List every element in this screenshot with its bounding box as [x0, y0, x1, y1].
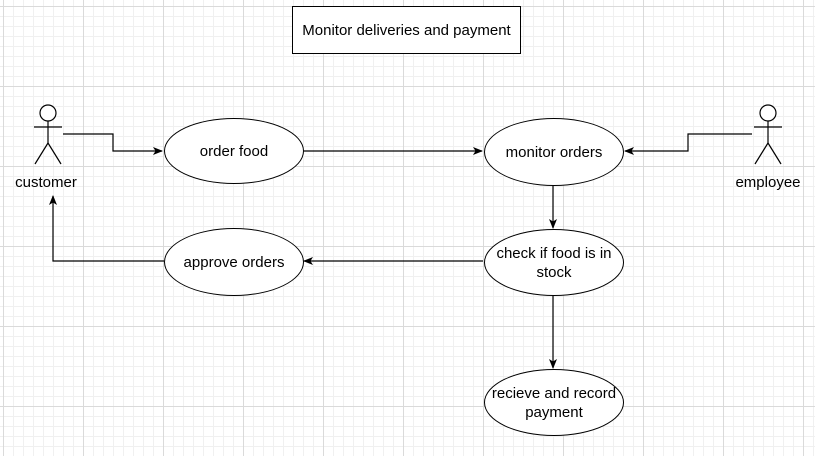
edge-approve-orders-to-customer: [49, 195, 164, 262]
usecase-approve-orders-label: approve orders: [183, 253, 285, 271]
usecase-record-payment[interactable]: recieve and record payment: [484, 369, 624, 436]
employee-actor-label: employee: [735, 174, 801, 191]
edge-customer-to-order-food: [63, 133, 163, 155]
usecase-check-stock[interactable]: check if food is in stock: [484, 229, 624, 296]
usecase-record-payment-label: recieve and record payment: [491, 384, 617, 421]
usecase-monitor-orders[interactable]: monitor orders: [484, 118, 624, 186]
usecase-order-food-label: order food: [199, 142, 269, 160]
diagram-title-text: Monitor deliveries and payment: [302, 21, 511, 39]
edge-employee-to-monitor-orders: [624, 133, 752, 155]
usecase-approve-orders[interactable]: approve orders: [164, 228, 304, 296]
customer-actor-figure[interactable]: [34, 104, 62, 165]
diagram-title: Monitor deliveries and payment: [292, 6, 521, 54]
employee-actor-figure[interactable]: [754, 104, 782, 165]
customer-actor-label: customer: [15, 174, 77, 191]
usecase-monitor-orders-label: monitor orders: [505, 143, 603, 161]
usecase-order-food[interactable]: order food: [164, 118, 304, 184]
usecase-check-stock-label: check if food is in stock: [496, 244, 612, 281]
